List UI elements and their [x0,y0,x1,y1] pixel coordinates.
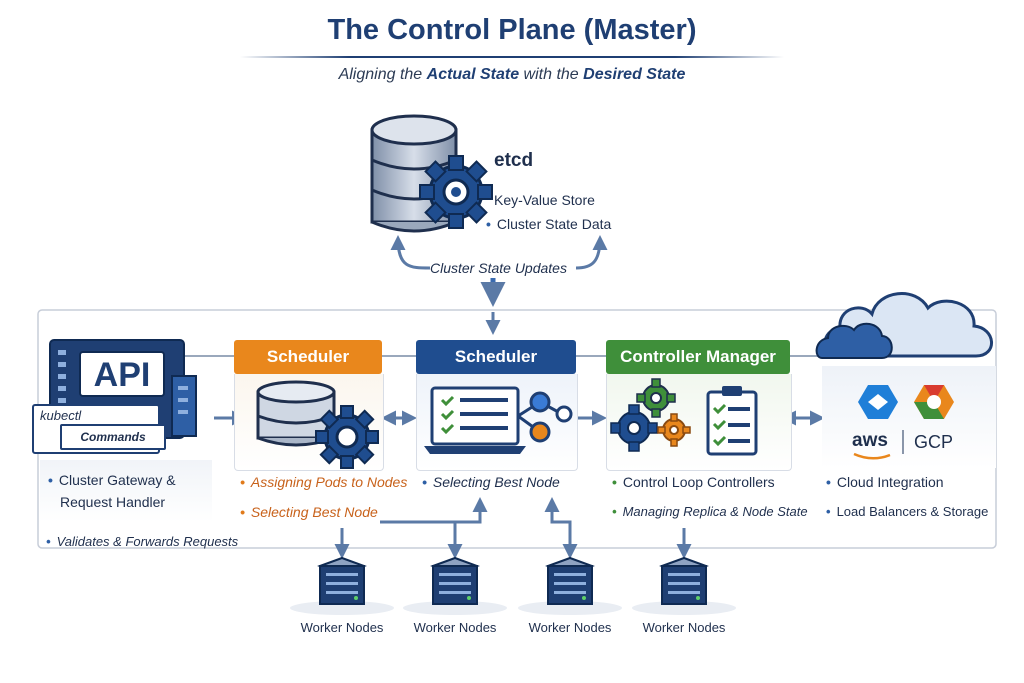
api-badge: API [93,356,151,394]
worker-node-server-icon [659,556,709,605]
bullet-icon: • [240,474,245,490]
cloud-integration-text: Cloud Integration [836,474,944,490]
scheduler-b-header[interactable]: Scheduler [416,340,576,374]
cloud-integration: • Cloud Integration [826,474,944,490]
scheduler-a-header[interactable]: Scheduler [234,340,382,374]
etcd-right-curve-arrow [575,235,608,270]
controller-managing-state-text: Managing Replica & Node State [622,504,808,519]
subtitle-middle: with the [519,66,584,83]
controller-control-loop: • Control Loop Controllers [612,474,775,490]
aws-label: aws [852,430,888,451]
title-divider [240,56,784,58]
cloud-load-balancers-text: Load Balancers & Storage [836,504,989,519]
gcp-logo-icon [914,385,954,419]
subtitle-desired-state: Desired State [583,66,686,83]
api-desc-box [40,460,212,522]
scheduler-b-selecting-text: Selecting Best Node [432,474,560,490]
bullet-icon: • [612,474,617,490]
azure-logo-icon [858,385,898,419]
worker-shadow-3 [518,601,622,615]
commands-label[interactable]: Commands [60,424,166,450]
controller-manager-header[interactable]: Controller Manager [606,340,790,374]
bullet-icon: • [46,534,51,549]
scheduler-a-assigning-text: Assigning Pods to Nodes [250,474,408,490]
bullet-icon: • [422,474,427,490]
subtitle-actual-state: Actual State [426,66,520,83]
worker-arrow-2 [380,497,488,524]
scheduler-b-laptop-icon [424,386,573,454]
subtitle-prefix: Aligning the [338,66,427,83]
cluster-state-updates-label: Cluster State Updates [430,260,567,276]
worker-shadow-2 [403,601,507,615]
page-subtitle: Aligning the Actual State with the Desir… [0,66,1024,84]
etcd-cluster-state-data-text: Cluster State Data [496,216,612,232]
worker-nodes-label: Worker Nodes [413,620,497,635]
api-validates-desc-text: Validates & Forwards Requests [56,534,239,549]
api-gateway-desc-text: Cluster Gateway & [58,472,176,488]
etcd-title: etcd [494,150,534,171]
gcp-label: GCP [914,432,954,452]
worker-node-server-icon [545,556,595,605]
etcd-key-value-store: Key-Value Store [494,192,595,208]
cloud-panel [822,366,996,468]
bullet-icon: • [486,216,491,232]
api-validates-desc: • Validates & Forwards Requests [46,534,238,549]
page-title: The Control Plane (Master) [327,14,697,46]
bullet-icon: • [612,504,617,519]
worker-nodes-label: Worker Nodes [528,620,612,635]
scheduler-a-assigning: • Assigning Pods to Nodes [240,474,407,490]
worker-arrow-3 [544,497,578,559]
etcd-gear-icon [419,155,493,229]
etcd-cluster-state-data: • Cluster State Data [486,216,611,232]
controller-control-loop-text: Control Loop Controllers [622,474,775,490]
worker-nodes-label: Worker Nodes [642,620,726,635]
scheduler-a-selecting-text: Selecting Best Node [250,504,378,520]
etcd-left-curve-arrow [390,235,431,270]
worker-node-server-icon [317,556,367,605]
cloud-divider [902,430,904,454]
bullet-icon: • [826,504,831,519]
controller-managing-state: • Managing Replica & Node State [612,504,808,519]
api-gateway-desc: • Cluster Gateway & [48,472,176,488]
bullet-icon: • [826,474,831,490]
worker-node-server-icon [430,556,480,605]
bullet-icon: • [240,504,245,520]
aws-smile-icon [853,452,891,460]
controller-gears-icon [610,378,758,456]
worker-shadow-4 [632,601,736,615]
scheduler-a-gear-icon [315,405,379,469]
bullet-icon: • [48,472,53,488]
scheduler-a-selecting: • Selecting Best Node [240,504,378,520]
scheduler-b-selecting: • Selecting Best Node [422,474,560,490]
worker-nodes-label: Worker Nodes [300,620,384,635]
api-request-handler-desc: Request Handler [60,494,166,510]
cloud-icon [815,292,993,359]
cloud-load-balancers: • Load Balancers & Storage [826,504,988,519]
kubectl-label: kubectl [40,408,82,423]
worker-shadow-1 [290,601,394,615]
